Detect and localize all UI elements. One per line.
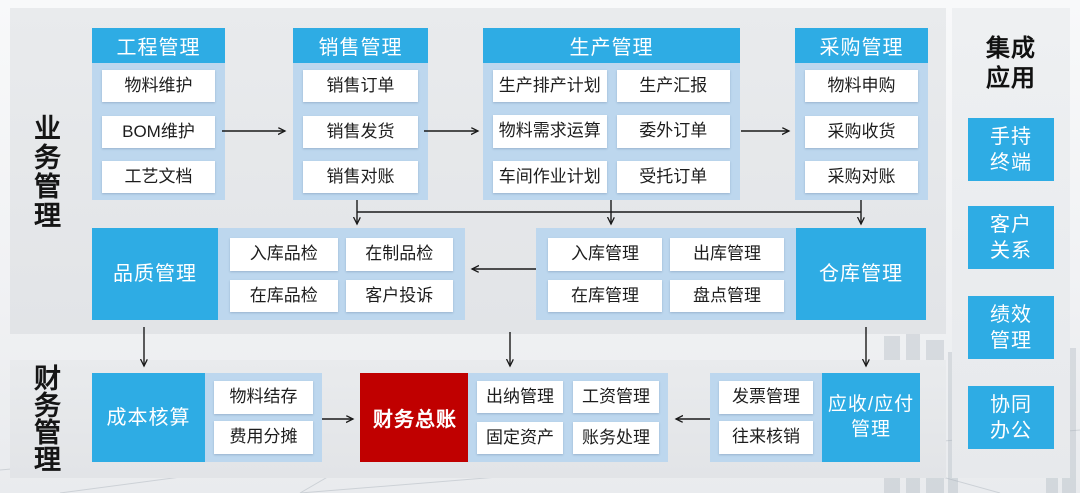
general-ledger-box: 财务总账: [360, 373, 470, 462]
column-purchase: 采购管理 物料申购 采购收货 采购对账: [795, 28, 928, 200]
module-item: 账务处理: [573, 422, 659, 454]
module-item: 委外订单: [616, 115, 730, 148]
module-item: 费用分摊: [214, 421, 313, 454]
module-item: 销售对账: [303, 161, 418, 193]
module-item: 客户投诉: [345, 279, 453, 312]
business-section-label: 业务管理: [30, 114, 60, 230]
store-items-container: 入库管理 出库管理 在库管理 盘点管理: [536, 228, 796, 320]
module-item: 采购收货: [805, 115, 918, 148]
column-header-sales: 销售管理: [293, 28, 428, 63]
module-item: 在制品检: [345, 238, 453, 271]
column-production: 生产管理 生产排产计划 生产汇报 物料需求运算 委外订单 车间作业计划 受托订单: [483, 28, 740, 200]
invoice-items-container: 发票管理 往来核销: [710, 373, 822, 462]
module-item: 物料维护: [102, 70, 215, 102]
module-item: 工资管理: [573, 381, 659, 413]
receivable-payable-box: 应收/应付 管理: [822, 373, 920, 462]
cost-accounting-box: 成本核算: [92, 373, 205, 462]
cashier-items-container: 出纳管理 工资管理 固定资产 账务处理: [468, 373, 668, 462]
integration-item-handheld: 手持 终端: [968, 118, 1054, 181]
module-item: 固定资产: [477, 422, 563, 454]
module-item: 入库管理: [548, 238, 662, 271]
finance-section-label: 财务管理: [30, 364, 60, 472]
integration-item-collaboration: 协同 办公: [968, 386, 1054, 449]
module-item: 销售发货: [303, 115, 418, 148]
module-item: 生产排产计划: [493, 70, 607, 103]
module-item: 入库品检: [230, 238, 338, 271]
module-item: 盘点管理: [670, 279, 784, 312]
module-item: 工艺文档: [102, 161, 215, 193]
warehouse-management-box: 仓库管理: [796, 228, 926, 320]
module-item: 物料需求运算: [493, 115, 607, 148]
module-item: 出纳管理: [477, 381, 563, 413]
integration-title: 集成 应用: [986, 35, 1036, 92]
module-item: BOM维护: [102, 115, 215, 148]
column-header-production: 生产管理: [483, 28, 740, 63]
module-item: 往来核销: [719, 421, 813, 454]
quality-items-container: 入库品检 在制品检 在库品检 客户投诉: [218, 228, 465, 320]
quality-management-box: 品质管理: [92, 228, 218, 320]
module-item: 采购对账: [805, 161, 918, 193]
module-item: 销售订单: [303, 70, 418, 102]
module-item: 车间作业计划: [493, 160, 607, 193]
column-header-purchase: 采购管理: [795, 28, 928, 63]
integration-item-crm: 客户 关系: [968, 206, 1054, 269]
column-header-engineering: 工程管理: [92, 28, 225, 63]
module-item: 在库管理: [548, 279, 662, 312]
module-item: 生产汇报: [616, 70, 730, 103]
integration-item-performance: 绩效 管理: [968, 296, 1054, 359]
module-item: 受托订单: [616, 160, 730, 193]
column-engineering: 工程管理 物料维护 BOM维护 工艺文档: [92, 28, 225, 200]
module-item: 发票管理: [719, 381, 813, 414]
module-item: 物料申购: [805, 70, 918, 102]
module-item: 出库管理: [670, 238, 784, 271]
module-item: 在库品检: [230, 279, 338, 312]
module-item: 物料结存: [214, 381, 313, 414]
cost-items-container: 物料结存 费用分摊: [205, 373, 322, 462]
column-sales: 销售管理 销售订单 销售发货 销售对账: [293, 28, 428, 200]
